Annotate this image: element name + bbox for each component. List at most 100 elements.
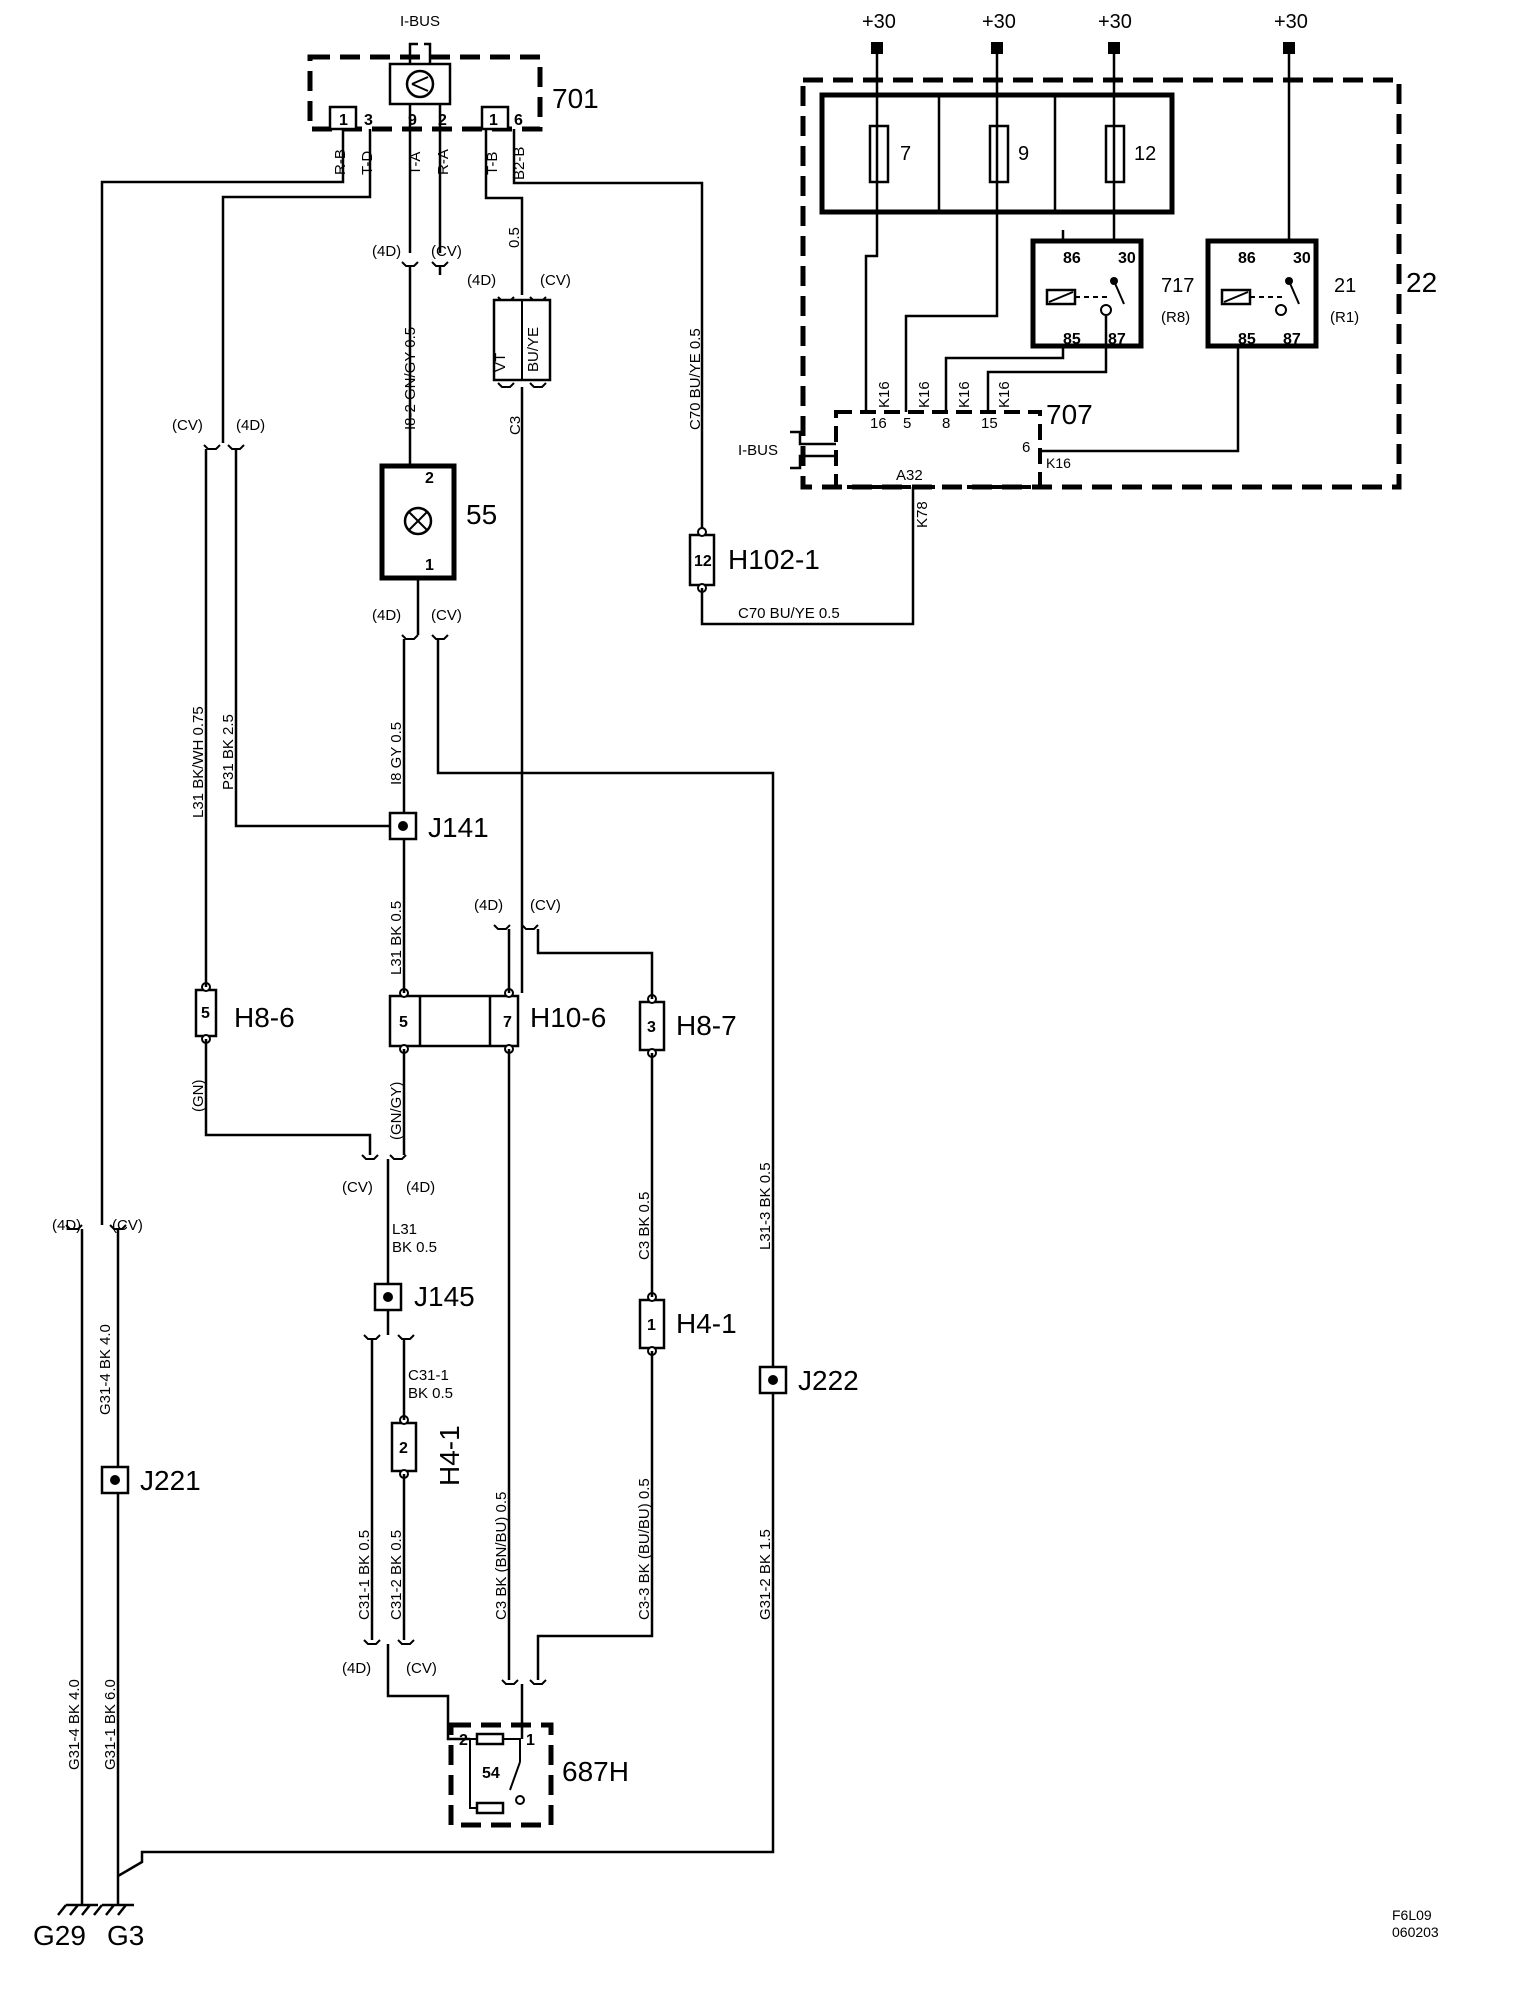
h10-6-pin-5: 5 bbox=[399, 1014, 408, 1031]
v-cv-7: (CV) bbox=[112, 1217, 143, 1234]
supply-30-a: +30 bbox=[862, 11, 896, 33]
c707-pin-15: 15 bbox=[981, 415, 998, 432]
h102-name: H102-1 bbox=[728, 544, 820, 575]
footer-code: F6L09 bbox=[1392, 1907, 1432, 1923]
ground-g3: G3 bbox=[107, 1920, 144, 1951]
lamp55-pin-2: 2 bbox=[425, 470, 434, 487]
h102-pin-12: 12 bbox=[694, 553, 712, 570]
c701-pin-6: 6 bbox=[514, 112, 523, 129]
v-d4-5: (4D) bbox=[474, 897, 503, 914]
r717-name: 717 bbox=[1161, 275, 1194, 297]
h4-1-a-name: H4-1 bbox=[676, 1308, 737, 1339]
c701-name: 701 bbox=[552, 83, 599, 114]
footer: F6L09 060203 bbox=[1392, 1907, 1439, 1940]
grounds: G29 G3 bbox=[33, 1876, 144, 1951]
wl-g31-2: G31-2 BK 1.5 bbox=[757, 1529, 774, 1620]
v-d4-3: (4D) bbox=[236, 417, 265, 434]
variant-labels: (4D) (CV) (4D) (CV) (CV) (4D) (4D) (CV) … bbox=[52, 243, 571, 1677]
c707-name: 707 bbox=[1046, 399, 1093, 430]
wl-gn: (GN) bbox=[190, 1080, 207, 1113]
wl-c3: C3 bbox=[507, 416, 524, 435]
lamp55-name: 55 bbox=[466, 499, 497, 530]
h10-6-pin-7: 7 bbox=[503, 1014, 512, 1031]
r717-pin-86: 86 bbox=[1063, 250, 1081, 267]
wl-c31-1-a: C31-1 bbox=[408, 1367, 449, 1384]
c707-pin-16: 16 bbox=[870, 415, 887, 432]
v-cv-2: (CV) bbox=[540, 272, 571, 289]
wl-c3-size: 0.5 bbox=[506, 227, 523, 248]
h8-7-pin: 3 bbox=[647, 1019, 656, 1036]
component-22: 22 7 9 12 +30 +30 +30 +30 bbox=[800, 11, 1437, 490]
connector-h10-6: 5 7 H10-6 bbox=[388, 988, 606, 1054]
j145-name: J145 bbox=[414, 1281, 475, 1312]
c701-pin-3: 3 bbox=[364, 112, 373, 129]
fuse-12: 12 bbox=[1134, 143, 1156, 165]
v-d4-2: (4D) bbox=[467, 272, 496, 289]
junction-j145: J145 bbox=[373, 1281, 475, 1312]
s687h-name: 687H bbox=[562, 1756, 629, 1787]
wl-l31-bk: L31 BK 0.5 bbox=[388, 901, 405, 975]
r21-pin-30: 30 bbox=[1293, 250, 1311, 267]
supply-30-c: +30 bbox=[1098, 11, 1132, 33]
h8-6-name: H8-6 bbox=[234, 1002, 295, 1033]
relay-21: 86 30 85 87 21 (R1) bbox=[1205, 238, 1359, 349]
wl-c31-1-v: C31-1 BK 0.5 bbox=[356, 1530, 373, 1620]
c701-pin-2: 2 bbox=[438, 112, 447, 129]
wire-r-a: R-A bbox=[435, 149, 452, 175]
wires bbox=[65, 104, 915, 1878]
s687h-pin-2: 2 bbox=[459, 1732, 468, 1749]
c707-wire-k16-e: K16 bbox=[1046, 455, 1071, 471]
c707-pin-8: 8 bbox=[942, 415, 950, 432]
c701-pin-9: 9 bbox=[408, 112, 417, 129]
c707-wire-k16-d: K16 bbox=[996, 381, 1013, 408]
lamp55-pin-1: 1 bbox=[425, 557, 434, 574]
v-d4-6: (4D) bbox=[406, 1179, 435, 1196]
wire-t-b: T-B bbox=[484, 152, 501, 175]
j221-name: J221 bbox=[140, 1465, 201, 1496]
component-701: I-BUS 701 1 3 9 2 1 6 R-B T-D T-A R-A T-… bbox=[307, 13, 599, 180]
wl-vt: VT bbox=[492, 353, 509, 372]
supply-30-b: +30 bbox=[982, 11, 1016, 33]
wl-c3-bnbu: C3 BK (BN/BU) 0.5 bbox=[493, 1492, 510, 1620]
v-d4-1: (4D) bbox=[372, 243, 401, 260]
connector-h102-1: 12 H102-1 bbox=[688, 527, 820, 593]
connector-h8-6: 5 H8-6 bbox=[194, 982, 295, 1044]
wl-c31-1-b: BK 0.5 bbox=[408, 1385, 453, 1402]
r21-pin-87: 87 bbox=[1283, 331, 1301, 348]
wl-gn-gy: (GN/GY) bbox=[388, 1082, 405, 1140]
c707-wire-k78: K78 bbox=[914, 501, 931, 528]
j222-name: J222 bbox=[798, 1365, 859, 1396]
connector-h4-1-a: 1 H4-1 bbox=[638, 1292, 737, 1356]
v-cv-6: (CV) bbox=[342, 1179, 373, 1196]
wl-c70-h: C70 BU/YE 0.5 bbox=[738, 605, 840, 622]
ground-g29: G29 bbox=[33, 1920, 86, 1951]
c707-pin-6: 6 bbox=[1022, 439, 1030, 456]
r717-pin-30: 30 bbox=[1118, 250, 1136, 267]
c707-wire-k16-c: K16 bbox=[956, 381, 973, 408]
lamp-55: 2 1 55 bbox=[379, 463, 497, 581]
c701-pin-1b: 1 bbox=[489, 112, 498, 129]
v-cv-8: (CV) bbox=[406, 1660, 437, 1677]
junction-j222: J222 bbox=[758, 1365, 859, 1396]
v-cv-3: (CV) bbox=[172, 417, 203, 434]
v-d4-7: (4D) bbox=[52, 1217, 81, 1234]
r21-sub: (R1) bbox=[1330, 309, 1359, 326]
fuse-9: 9 bbox=[1018, 143, 1029, 165]
h10-6-name: H10-6 bbox=[530, 1002, 606, 1033]
wl-l31-a: L31 bbox=[392, 1221, 417, 1238]
c701-pin-1: 1 bbox=[339, 112, 348, 129]
wire-t-d: T-D bbox=[359, 151, 376, 175]
v-d4-4: (4D) bbox=[372, 607, 401, 624]
junction-j141: J141 bbox=[388, 811, 489, 843]
junction-j221: J221 bbox=[100, 1465, 201, 1496]
r717-pin-85: 85 bbox=[1063, 331, 1081, 348]
s687h-pin-1: 1 bbox=[526, 1732, 535, 1749]
i-bus-label: I-BUS bbox=[400, 13, 440, 30]
wl-i8-gy: I8 GY 0.5 bbox=[388, 722, 405, 785]
h4-1-pin-1: 1 bbox=[647, 1317, 656, 1334]
c22-name: 22 bbox=[1406, 267, 1437, 298]
h8-7-name: H8-7 bbox=[676, 1010, 737, 1041]
wl-p31: P31 BK 2.5 bbox=[220, 714, 237, 790]
j141-name: J141 bbox=[428, 812, 489, 843]
r21-pin-85: 85 bbox=[1238, 331, 1256, 348]
